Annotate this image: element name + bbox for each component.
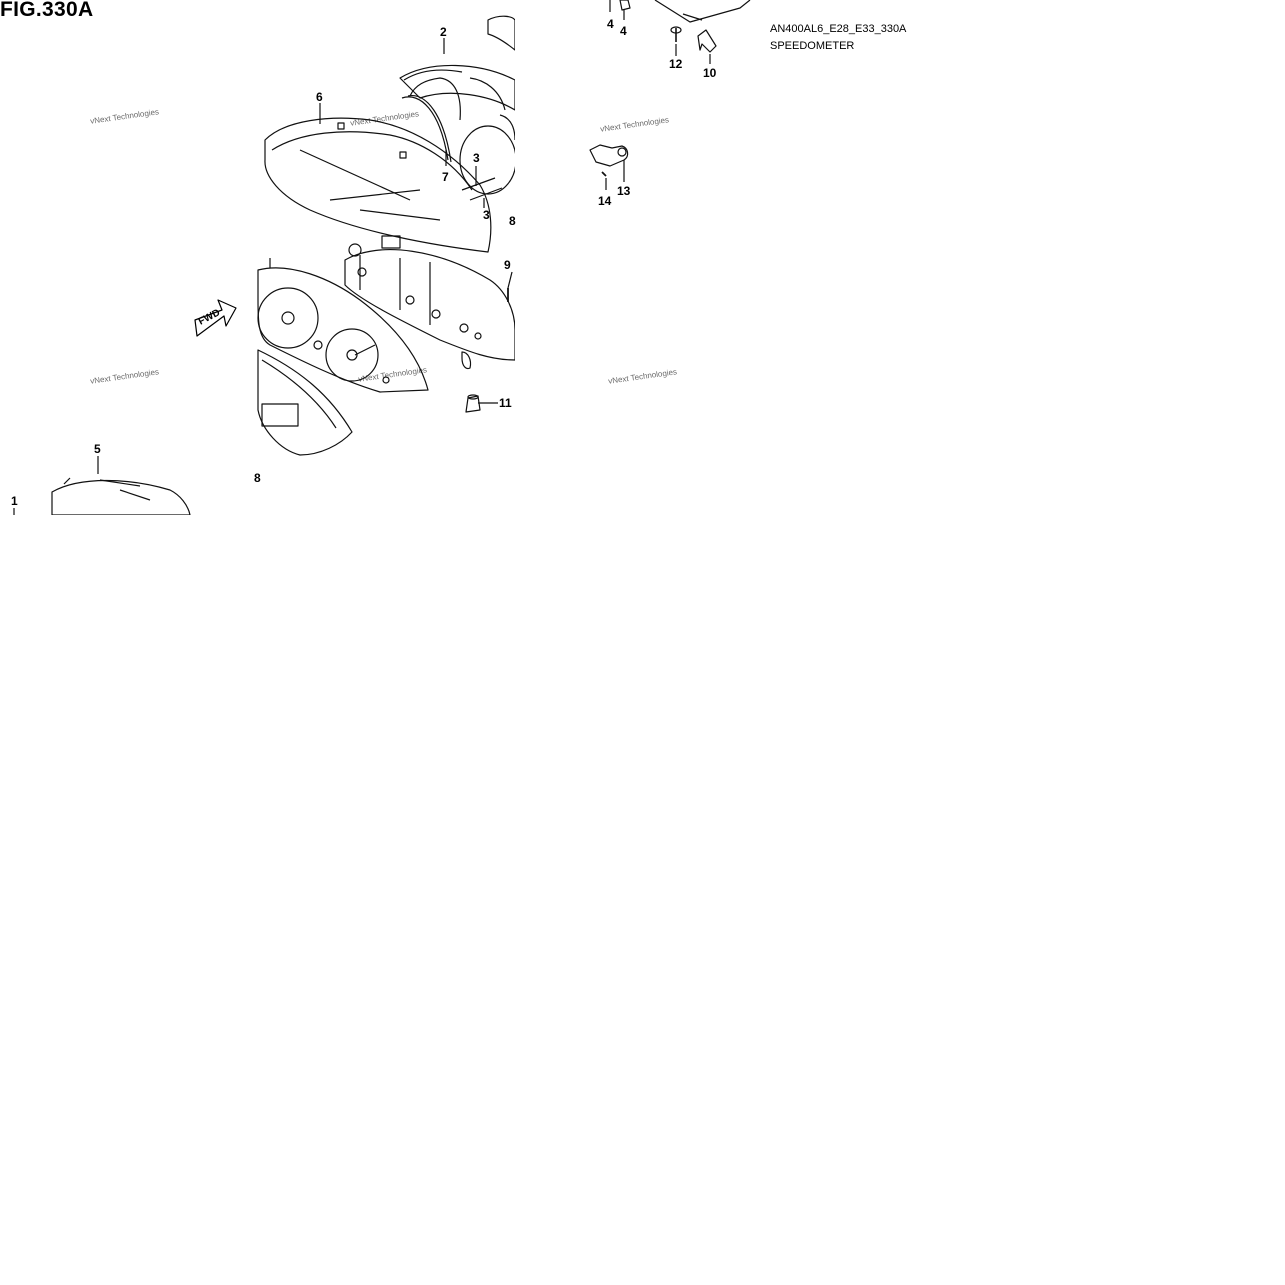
callout-3: 3: [483, 208, 490, 222]
lower-case-part: [257, 349, 353, 456]
callout-2: 2: [440, 25, 447, 39]
rubber-cap-part: [465, 395, 481, 413]
callout-13: 13: [617, 184, 631, 198]
callout-6: 6: [316, 90, 323, 104]
bracket-part: [697, 29, 717, 53]
meter-housing-part: [344, 235, 515, 370]
callout-5: 5: [94, 442, 101, 456]
callout-4: 4: [620, 24, 627, 38]
sensor-screw-part: [601, 171, 607, 177]
callout-11: 11: [499, 396, 512, 410]
callout-1: 1: [11, 494, 18, 508]
meter-face-part: [257, 267, 429, 393]
callout-3: 3: [473, 151, 480, 165]
figure-subtitle: SPEEDOMETER: [770, 40, 855, 52]
figure-title: FIG.330A: [0, 0, 94, 21]
tachometer-housing-part: [654, 0, 751, 23]
lens-ring-part: [401, 96, 449, 161]
callout-8: 8: [254, 471, 261, 485]
callout-8: 8: [509, 214, 516, 228]
meter-lens-part: [264, 117, 492, 253]
meter-bracket-part: [51, 477, 191, 515]
callout-4: 4: [607, 17, 614, 31]
callout-7: 7: [442, 170, 449, 184]
meter-visor-part: [487, 15, 515, 51]
callout-10: 10: [703, 66, 717, 80]
upper-case-part: [399, 64, 515, 195]
figure-code: AN400AL6_E28_E33_330A: [770, 23, 907, 35]
callout-14: 14: [598, 194, 612, 208]
callout-9: 9: [504, 258, 511, 272]
fwd-arrow-icon: [194, 299, 237, 337]
nut-part: [619, 0, 631, 11]
speed-sensor-part: [589, 144, 629, 167]
callout-12: 12: [669, 57, 683, 71]
